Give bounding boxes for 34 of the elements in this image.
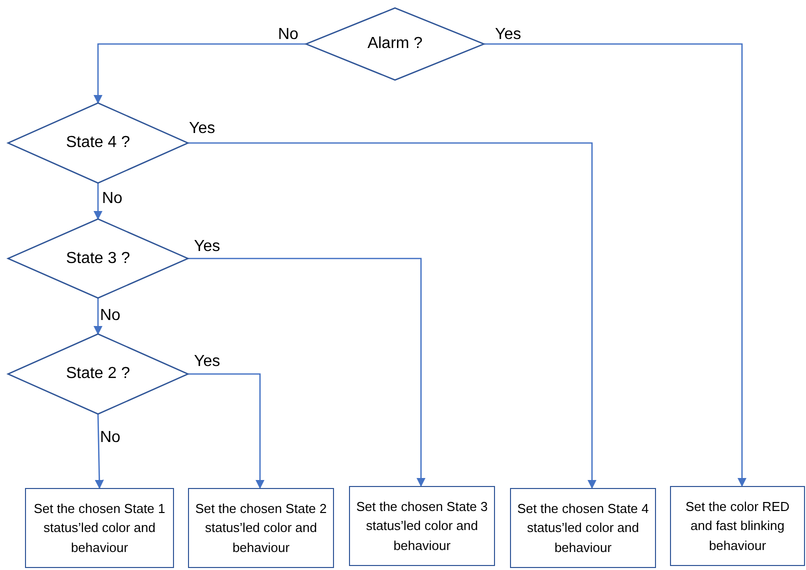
decision-diamond bbox=[8, 219, 188, 298]
edge-label: No bbox=[100, 307, 120, 325]
arrow bbox=[188, 258, 426, 487]
process-box bbox=[670, 486, 805, 566]
edge-label: No bbox=[100, 429, 120, 447]
node-text: Alarm ? bbox=[367, 34, 423, 54]
arrow bbox=[484, 43, 747, 487]
node-text: Set the chosen State 3 status’led color and behaviour bbox=[355, 498, 489, 555]
node-text: State 4 ? bbox=[66, 133, 130, 153]
edge-label: No bbox=[102, 190, 122, 208]
edge-label: Yes bbox=[495, 26, 522, 44]
arrow bbox=[188, 142, 597, 489]
edge-label: Yes bbox=[194, 353, 220, 371]
arrow bbox=[93, 183, 103, 220]
decision-diamond bbox=[8, 334, 188, 414]
node-text: Set the chosen State 4 status’led color and behaviour bbox=[516, 500, 650, 557]
arrow bbox=[93, 43, 306, 104]
arrow bbox=[94, 414, 104, 489]
arrow bbox=[188, 373, 265, 489]
edge-label: No bbox=[278, 26, 298, 44]
node-text: Set the chosen State 2 status’led color and behaviour bbox=[194, 500, 328, 557]
arrow bbox=[93, 298, 103, 335]
process-box bbox=[349, 486, 495, 566]
node-text: State 2 ? bbox=[66, 364, 130, 384]
edge-label: Yes bbox=[189, 120, 216, 138]
process-box bbox=[25, 488, 174, 568]
node-text: State 3 ? bbox=[66, 248, 130, 268]
process-box bbox=[510, 488, 656, 568]
decision-diamond bbox=[8, 103, 188, 183]
node-text: Set the chosen State 1 status’led color and behaviour bbox=[32, 500, 166, 557]
node-text: Set the color RED and fast blinking behaviour bbox=[684, 498, 791, 555]
process-box bbox=[188, 488, 334, 568]
decision-diamond bbox=[306, 8, 484, 80]
edge-label: Yes bbox=[194, 238, 220, 256]
